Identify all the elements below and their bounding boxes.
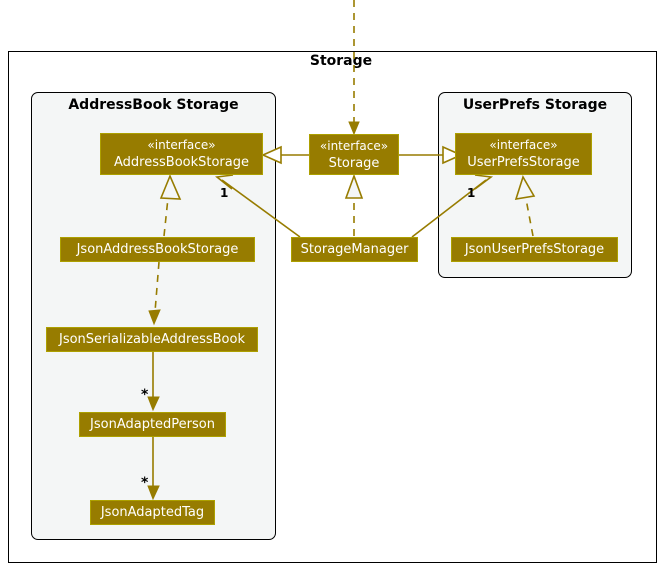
class-userprefsstorage[interactable]: «interface» UserPrefsStorage (455, 133, 592, 175)
class-jsonaddressbookstorage[interactable]: JsonAddressBookStorage (60, 237, 255, 262)
class-storagemanager[interactable]: StorageManager (291, 237, 418, 262)
class-storage-name: Storage (328, 155, 380, 171)
class-jsonadaptedperson-name: JsonAdaptedPerson (90, 417, 215, 432)
class-jsonadaptedtag-name: JsonAdaptedTag (100, 505, 205, 520)
package-userprefs-storage-title: UserPrefs Storage (462, 97, 608, 113)
class-jsonuserprefsstorage[interactable]: JsonUserPrefsStorage (451, 237, 618, 262)
class-storage[interactable]: «interface» Storage (309, 134, 399, 175)
class-jsonadaptedperson[interactable]: JsonAdaptedPerson (79, 412, 226, 437)
package-storage-title: Storage (287, 53, 395, 69)
class-userprefsstorage-name: UserPrefsStorage (467, 155, 580, 170)
class-addressbookstorage-name: AddressBookStorage (114, 155, 249, 170)
class-jsonserializableaddressbook[interactable]: JsonSerializableAddressBook (46, 327, 258, 352)
class-userprefsstorage-stereotype: «interface» (489, 138, 558, 152)
class-jsonaddressbookstorage-name: JsonAddressBookStorage (76, 242, 239, 257)
edge-label-storagemanager-addressbookstorage: 1 (220, 186, 229, 200)
edge-label-jsonadaptedperson-jsonadaptedtag: * (141, 475, 149, 491)
class-addressbookstorage-stereotype: «interface» (147, 138, 216, 152)
edge-label-jsonserializable-jsonadaptedperson: * (141, 387, 149, 403)
class-addressbookstorage[interactable]: «interface» AddressBookStorage (100, 133, 263, 175)
class-jsonserializableaddressbook-name: JsonSerializableAddressBook (59, 332, 245, 347)
package-addressbook-storage-title: AddressBook Storage (68, 97, 239, 113)
class-jsonadaptedtag[interactable]: JsonAdaptedTag (90, 500, 215, 525)
class-storage-stereotype: «interface» (319, 138, 389, 153)
edge-label-storagemanager-userprefsstorage: 1 (467, 186, 476, 200)
class-jsonuserprefsstorage-name: JsonUserPrefsStorage (464, 242, 605, 257)
class-storagemanager-name: StorageManager (300, 242, 409, 257)
